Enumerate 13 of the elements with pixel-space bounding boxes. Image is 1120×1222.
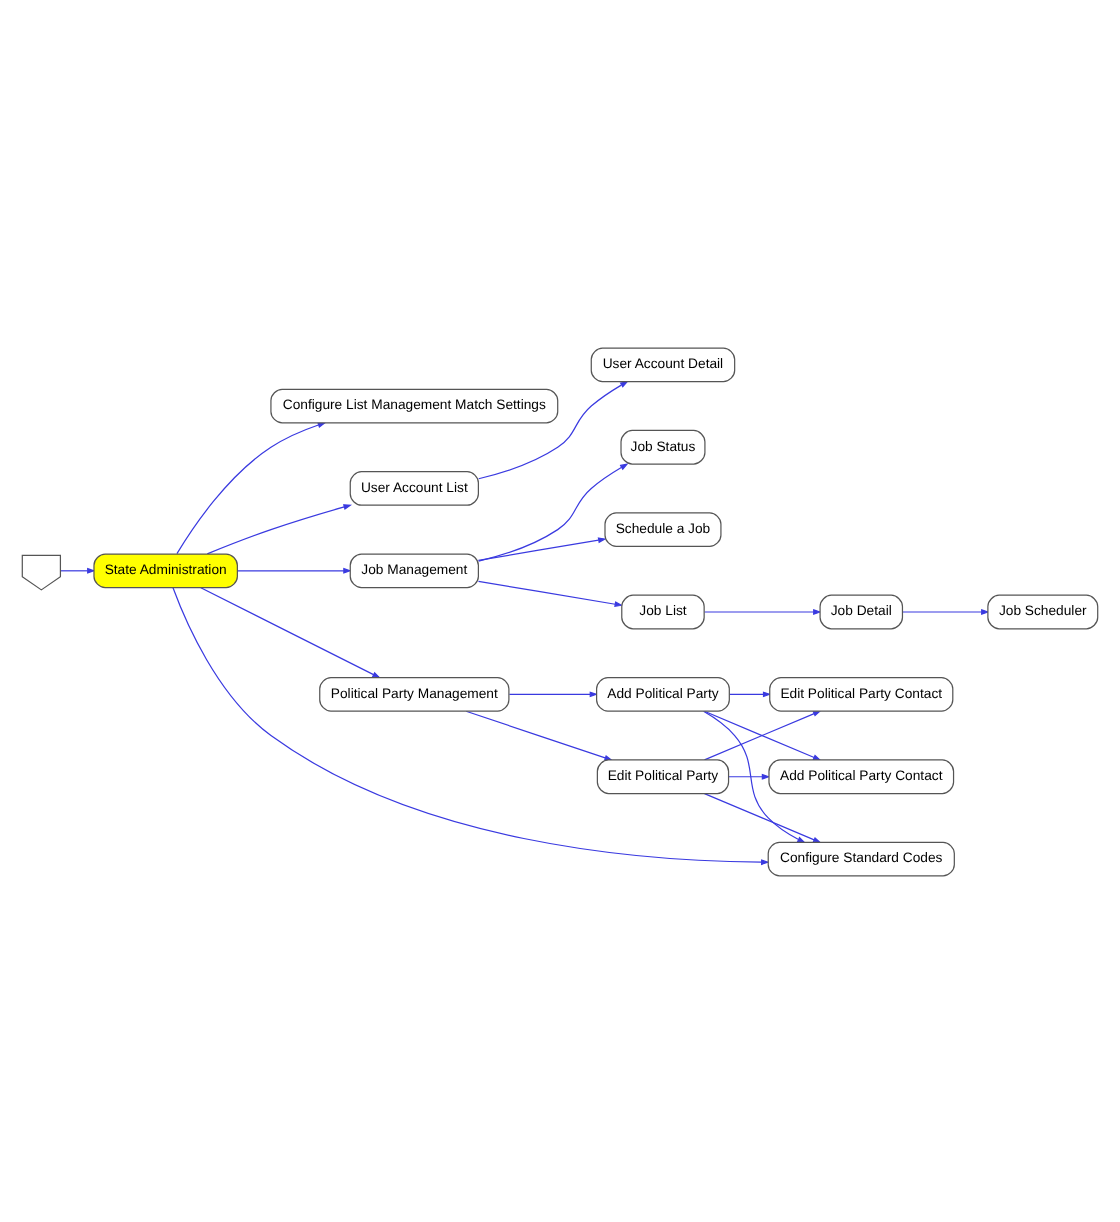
arrow — [728, 772, 771, 779]
arrow — [478, 462, 629, 561]
arrow — [477, 536, 607, 560]
arrow — [60, 566, 96, 573]
arrow — [477, 579, 624, 607]
arrow — [172, 586, 770, 865]
node-pentagon — [21, 553, 62, 590]
arrow — [703, 608, 822, 614]
arrow — [237, 566, 352, 573]
arrow — [478, 379, 629, 479]
arrow — [508, 690, 599, 697]
arrow — [902, 608, 990, 614]
arrow — [728, 690, 772, 697]
